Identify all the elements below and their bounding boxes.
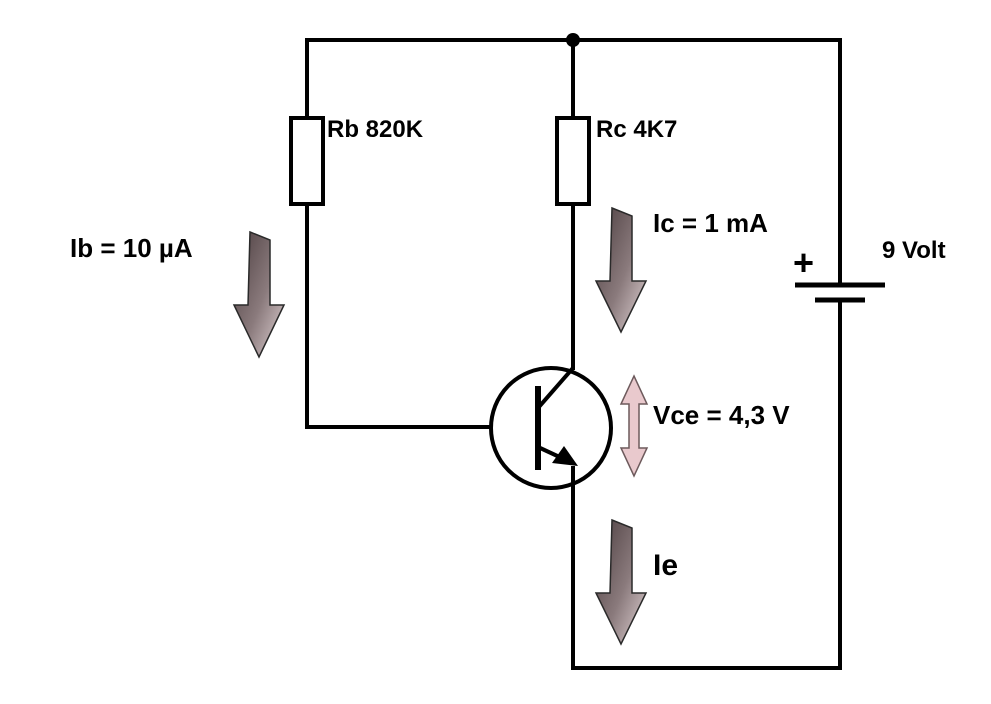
base-wire-bottom bbox=[305, 202, 540, 429]
rb-resistor-icon bbox=[289, 116, 325, 206]
vce-label: Vce = 4,3 V bbox=[653, 400, 790, 430]
ie-label: Ie bbox=[653, 549, 678, 582]
battery-voltage-label: 9 Volt bbox=[882, 237, 946, 264]
vce-arrow-icon bbox=[619, 374, 649, 478]
ie-arrow-icon bbox=[594, 518, 648, 646]
rb-label: Rb 820K bbox=[327, 116, 424, 143]
rc-label: Rc 4K7 bbox=[596, 116, 677, 143]
rc-resistor-icon bbox=[555, 116, 591, 206]
ib-arrow-icon bbox=[232, 230, 286, 359]
ic-arrow-icon bbox=[594, 206, 648, 334]
ic-label: Ic = 1 mA bbox=[653, 208, 768, 238]
npn-transistor-icon bbox=[489, 366, 613, 490]
battery-plus-label: + bbox=[793, 242, 814, 283]
ib-label: Ib = 10 µA bbox=[70, 233, 193, 263]
emitter-wire bbox=[571, 298, 842, 670]
battery-icon bbox=[795, 282, 885, 303]
